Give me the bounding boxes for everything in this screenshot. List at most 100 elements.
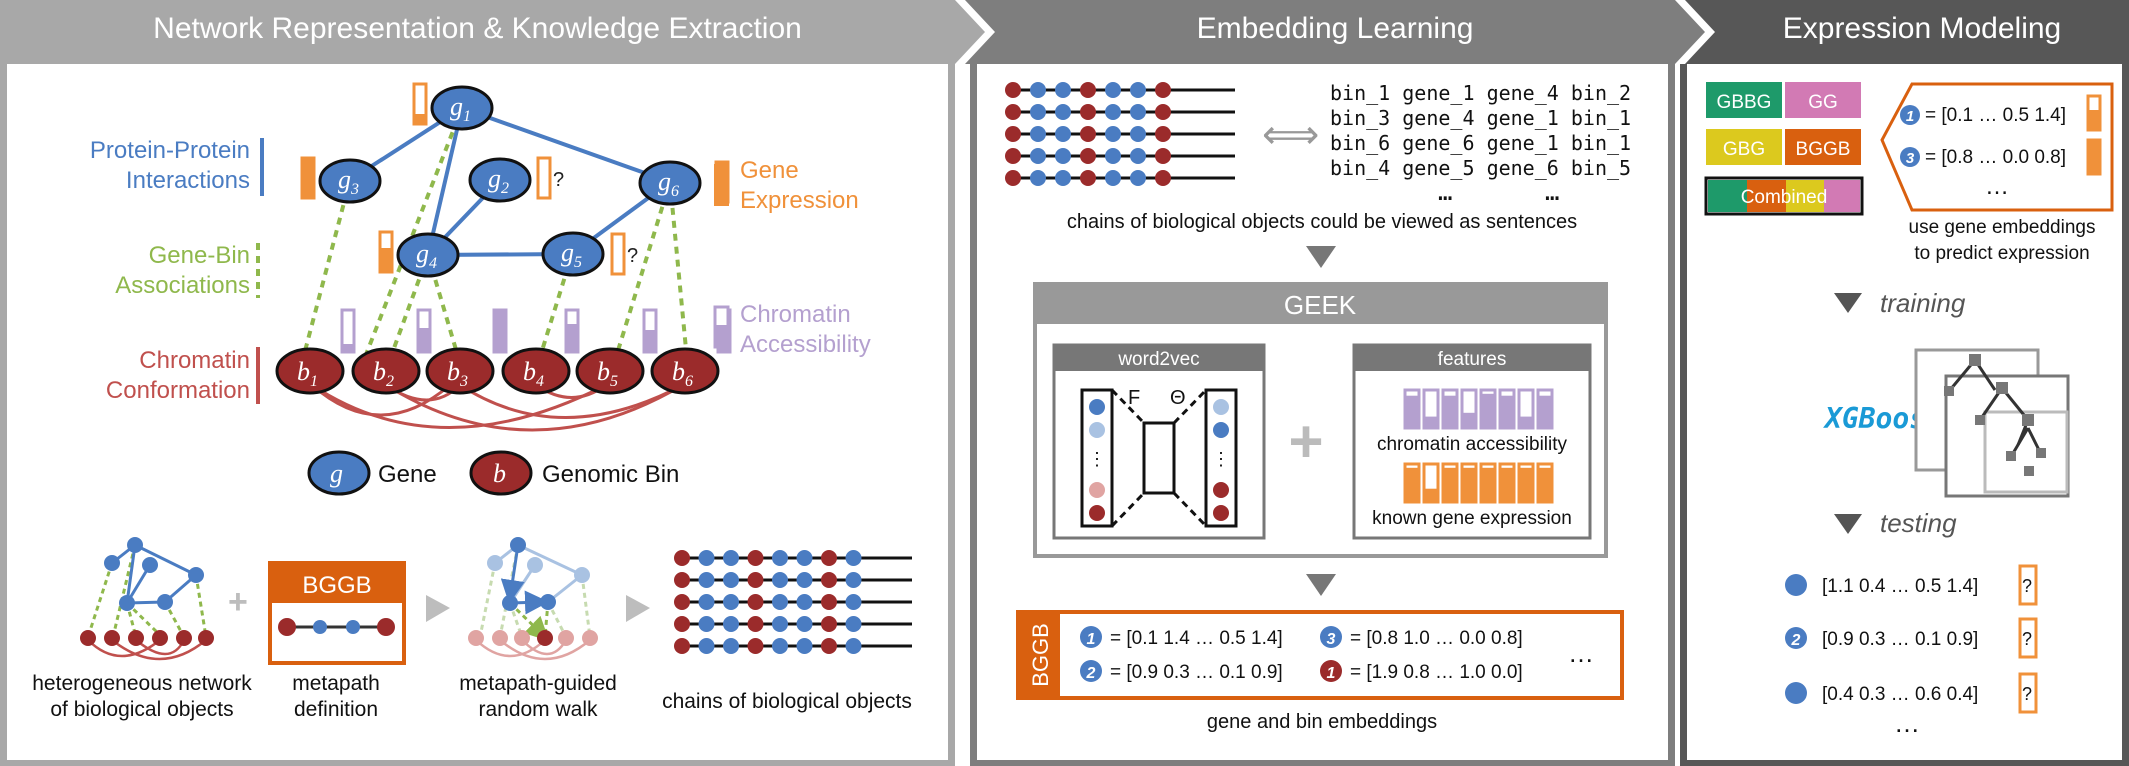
svg-text:metapath: metapath: [292, 672, 380, 695]
svg-text:Accessibility: Accessibility: [740, 331, 871, 358]
feature-bar-fill: [1519, 467, 1533, 502]
chain-dot: [747, 572, 764, 588]
svg-text:b: b: [493, 459, 506, 488]
modeling-caption-2: to predict expression: [1914, 243, 2089, 264]
chain-dot: [1030, 170, 1046, 186]
chain-dot: [1030, 82, 1046, 98]
panel-title-embedding: Embedding Learning: [1196, 12, 1474, 45]
svg-text:chains of biological objects: chains of biological objects: [662, 690, 912, 713]
svg-text:[1.1 0.4 … 0.5 1.4]: [1.1 0.4 … 0.5 1.4]: [1822, 576, 1978, 597]
svg-text:[0.9 0.3 … 0.1 0.9]: [0.9 0.3 … 0.1 0.9]: [1822, 629, 1978, 650]
svg-text:…: …: [1568, 638, 1594, 668]
chain-dot: [1005, 104, 1021, 120]
chain-dot: [1080, 148, 1096, 164]
chain-dot: [698, 594, 715, 610]
bin-label-3: b3: [447, 357, 468, 390]
feature-bar-fill: [1424, 416, 1438, 428]
svg-text:1: 1: [1087, 631, 1096, 648]
chain-dot: [1080, 170, 1096, 186]
feature-bar-fill: [1519, 416, 1533, 428]
bin-nodes: [275, 347, 720, 395]
train-bracket: [1880, 82, 2114, 212]
right-labels: Gene Expression Chromatin Accessibility: [740, 157, 871, 358]
arrow-down-3: [1834, 293, 1862, 313]
feature-bar-fill: [1462, 412, 1476, 428]
svg-text:= [1.9 0.8 … 1.0 0.0]: = [1.9 0.8 … 1.0 0.0]: [1350, 662, 1523, 683]
test-vectors: [1.1 0.4 … 0.5 1.4] 2 [0.9 0.3 … 0.1 0.9…: [1785, 564, 2038, 738]
legend: g Gene b Genomic Bin: [307, 450, 679, 496]
arrow-down-1: [1306, 246, 1336, 268]
chain-dot: [1055, 104, 1071, 120]
chain-dot: [845, 550, 862, 566]
feature-bar-fill: [1538, 395, 1552, 428]
chain-dots: [1005, 82, 1195, 186]
feature-bar-fill: [1538, 467, 1552, 502]
chain-dot: [723, 594, 739, 610]
feature-bar-fill: [1443, 467, 1457, 502]
chain-dot: [796, 572, 813, 588]
metapath-box: BGGB: [268, 561, 406, 665]
chain-dot: [1105, 148, 1121, 164]
chain-dot: [845, 572, 862, 588]
svg-text:Conformation: Conformation: [106, 377, 250, 404]
chain-dot: [698, 616, 715, 632]
svg-text:features: features: [1438, 349, 1507, 370]
bin-label-5: b5: [597, 357, 618, 390]
training-label: training: [1880, 288, 1966, 318]
chain-dot: [1080, 104, 1096, 120]
chain-dot: [821, 616, 837, 632]
chain-dot: [723, 616, 739, 632]
svg-text:= [0.8 … 0.0 0.8]: = [0.8 … 0.0 0.8]: [1925, 147, 2066, 168]
feature-bar-fill: [1462, 467, 1476, 502]
chain-dot: [1130, 148, 1146, 164]
svg-text:heterogeneous network: heterogeneous network: [32, 672, 252, 695]
unknown-marks: ? ?: [553, 169, 638, 267]
bin-label-4: b4: [523, 357, 544, 390]
ppi-label: Protein-Protein: [90, 137, 250, 164]
feature-2-label: known gene expression: [1372, 508, 1572, 529]
svg-text:metapath-guided: metapath-guided: [459, 672, 617, 695]
feature-bar-fill: [1500, 395, 1514, 428]
chain-dot: [747, 550, 764, 566]
svg-text:Interactions: Interactions: [126, 167, 250, 194]
chain-dot: [1055, 82, 1071, 98]
svg-text:?: ?: [2022, 684, 2032, 704]
mini-network: [80, 537, 214, 661]
chain-dot: [674, 616, 690, 632]
chain-dot: [723, 638, 739, 654]
chain-dot: [1155, 82, 1171, 98]
gene-label-5: g5: [561, 238, 582, 271]
svg-text:Combined: Combined: [1741, 187, 1828, 208]
chains-small: [680, 556, 912, 648]
chain-dot: [845, 616, 862, 632]
legend-gene: Gene: [378, 461, 437, 488]
svg-text:bin_1 gene_1 gene_4 bin_2: bin_1 gene_1 gene_4 bin_2: [1330, 81, 1631, 105]
equivalence-icon: ⟺: [1262, 113, 1319, 157]
pipeline-captions: heterogeneous network of biological obje…: [32, 672, 912, 721]
arrow-right-1: [426, 595, 450, 622]
chain-dot: [796, 550, 813, 566]
panel-title-modeling: Expression Modeling: [1782, 12, 2062, 45]
legend-bin: Genomic Bin: [542, 461, 679, 488]
chain-dot: [1155, 148, 1171, 164]
feature-bar-fill: [1500, 467, 1514, 502]
chain-dot: [772, 616, 788, 632]
panel-title-network: Network Representation & Knowledge Extra…: [153, 12, 802, 45]
svg-text:…: …: [1894, 708, 1920, 738]
embedding-box: BGGB: [1016, 610, 1624, 700]
chain-dot: [1130, 104, 1146, 120]
svg-text:GG: GG: [1808, 92, 1838, 113]
svg-text:Expression: Expression: [740, 187, 859, 214]
svg-text:= [0.9 0.3 … 0.1 0.9]: = [0.9 0.3 … 0.1 0.9]: [1110, 662, 1283, 683]
svg-text:definition: definition: [294, 698, 378, 721]
svg-text:bin_3 gene_4 gene_1 bin_1: bin_3 gene_4 gene_1 bin_1: [1330, 106, 1631, 130]
pipeline-plus: +: [228, 583, 248, 621]
svg-text:1: 1: [1906, 108, 1914, 125]
svg-text:…: …: [1985, 173, 2009, 200]
svg-text:Θ: Θ: [1170, 387, 1186, 409]
svg-text:?: ?: [553, 169, 564, 191]
testing-label: testing: [1880, 508, 1957, 538]
svg-text:3: 3: [1906, 150, 1915, 167]
svg-text:3: 3: [1327, 631, 1336, 648]
